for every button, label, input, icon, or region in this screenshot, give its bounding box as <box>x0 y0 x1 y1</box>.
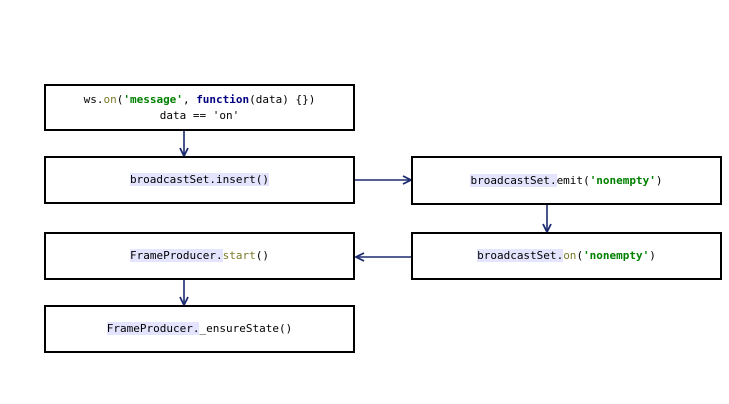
code-method: _ensureState <box>199 322 279 335</box>
node-broadcastset-insert-text: broadcastSet.insert() <box>129 172 270 188</box>
code-punct: ( <box>583 173 590 187</box>
code-object: broadcastSet <box>477 249 557 262</box>
node-frameproducer-start-text: FrameProducer.start() <box>129 248 270 264</box>
node-frameproducer-ensurestate: FrameProducer._ensureState() <box>44 305 355 353</box>
node-ws-on-message-line2: data == 'on' <box>159 108 240 122</box>
node-ws-on-message-line1: ws.on('message', function(data) {}) <box>84 92 316 108</box>
code-punct: , <box>182 92 197 106</box>
code-object: FrameProducer <box>129 249 217 262</box>
code-method: on <box>103 92 117 106</box>
code-rest: () <box>278 322 293 335</box>
code-punct: . <box>556 249 564 262</box>
node-broadcastset-emit: broadcastSet.emit('nonempty') <box>411 156 722 205</box>
code-object: ws. <box>83 92 104 106</box>
code-punct: ) <box>649 249 656 262</box>
code-keyword: function <box>196 92 250 106</box>
code-object: FrameProducer <box>106 322 193 335</box>
node-broadcastset-insert: broadcastSet.insert() <box>44 156 355 204</box>
code-highlight: broadcastSet.insert() <box>129 173 270 186</box>
code-method: start <box>222 249 256 262</box>
node-broadcastset-on-text: broadcastSet.on('nonempty') <box>477 248 656 264</box>
code-method: on <box>563 249 577 262</box>
code-string: 'nonempty' <box>583 249 650 262</box>
code-rest: (data) {}) <box>249 92 316 106</box>
code-punct: ) <box>655 173 663 187</box>
code-object: broadcastSet <box>470 173 550 187</box>
code-string: 'message' <box>123 92 183 106</box>
code-punct: . <box>209 173 217 186</box>
node-broadcastset-on: broadcastSet.on('nonempty') <box>411 232 722 280</box>
code-punct: . <box>549 173 557 187</box>
code-punct: . <box>192 322 200 335</box>
code-punct: ( <box>116 92 124 106</box>
code-method: insert <box>216 173 256 186</box>
node-broadcastset-emit-text: broadcastSet.emit('nonempty') <box>470 173 663 189</box>
code-string: 'nonempty' <box>589 173 656 187</box>
node-frameproducer-ensurestate-text: FrameProducer._ensureState() <box>106 321 293 337</box>
code-highlight: broadcastSet. <box>470 173 557 187</box>
code-punct: . <box>216 249 223 262</box>
node-ws-on-message: ws.on('message', function(data) {}) data… <box>44 84 355 131</box>
node-frameproducer-start: FrameProducer.start() <box>44 232 355 280</box>
code-highlight: broadcastSet. <box>477 249 564 262</box>
code-highlight: FrameProducer. <box>129 249 223 262</box>
code-rest: () <box>255 249 270 262</box>
code-rest: () <box>255 173 270 186</box>
code-method: emit <box>556 173 584 187</box>
code-highlight: FrameProducer. <box>106 322 200 335</box>
code-punct: ( <box>576 249 584 262</box>
code-object: broadcastSet <box>129 173 210 186</box>
